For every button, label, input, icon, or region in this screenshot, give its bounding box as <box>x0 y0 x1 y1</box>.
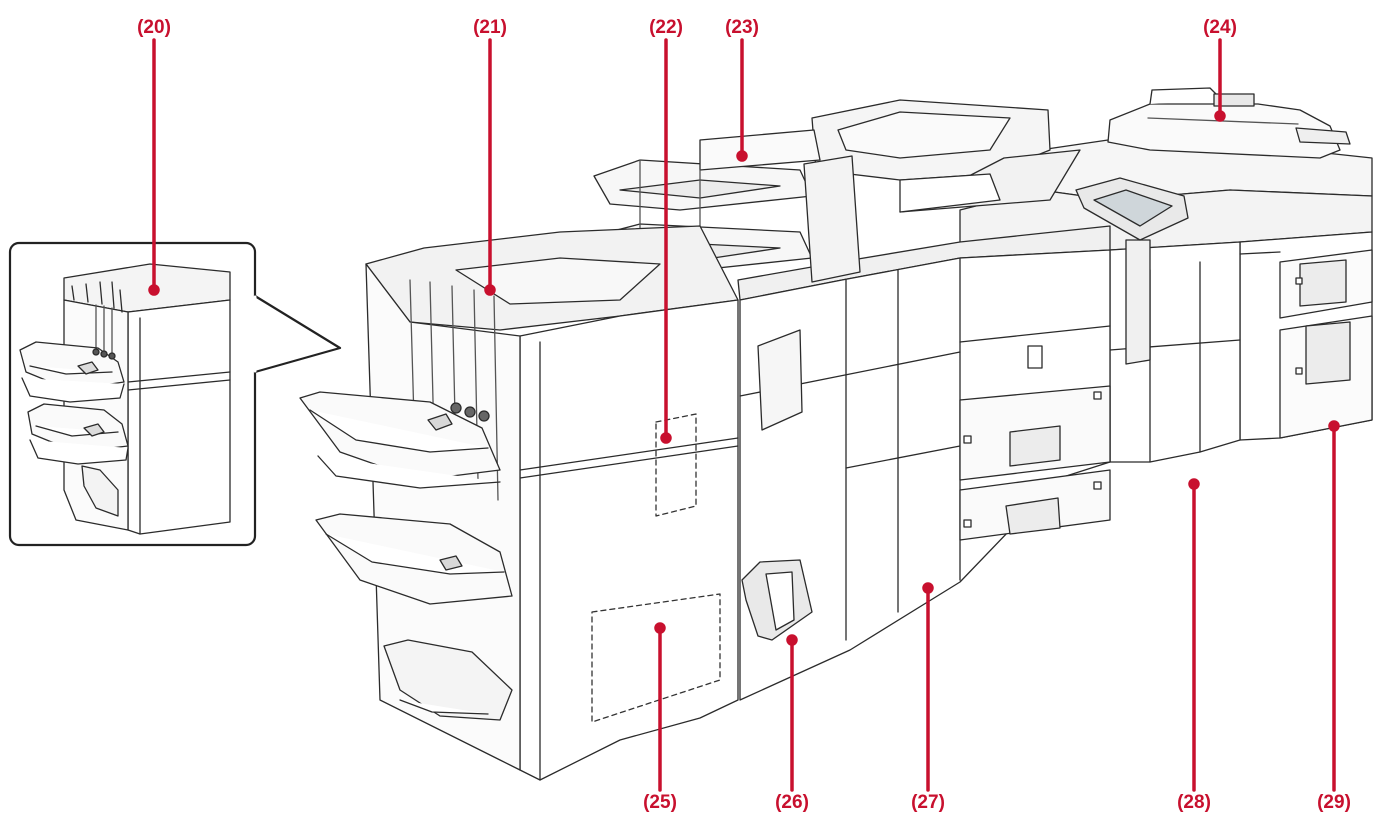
document-feeder-rear <box>1039 87 1373 201</box>
leader-lines <box>148 38 1340 792</box>
callout-25: (25) <box>643 792 677 813</box>
callout-21: (21) <box>473 17 507 38</box>
main-body-right <box>959 177 1373 463</box>
main-body-center <box>737 99 1111 701</box>
finisher-unit <box>299 225 739 781</box>
callout-26: (26) <box>775 792 809 813</box>
callout-28: (28) <box>1177 792 1211 813</box>
callout-23: (23) <box>725 17 759 38</box>
callout-29: (29) <box>1317 792 1351 813</box>
callout-22: (22) <box>649 17 683 38</box>
callout-27: (27) <box>911 792 945 813</box>
callout-24: (24) <box>1203 17 1237 38</box>
inset-finisher <box>19 263 231 535</box>
callout-20: (20) <box>137 17 171 38</box>
